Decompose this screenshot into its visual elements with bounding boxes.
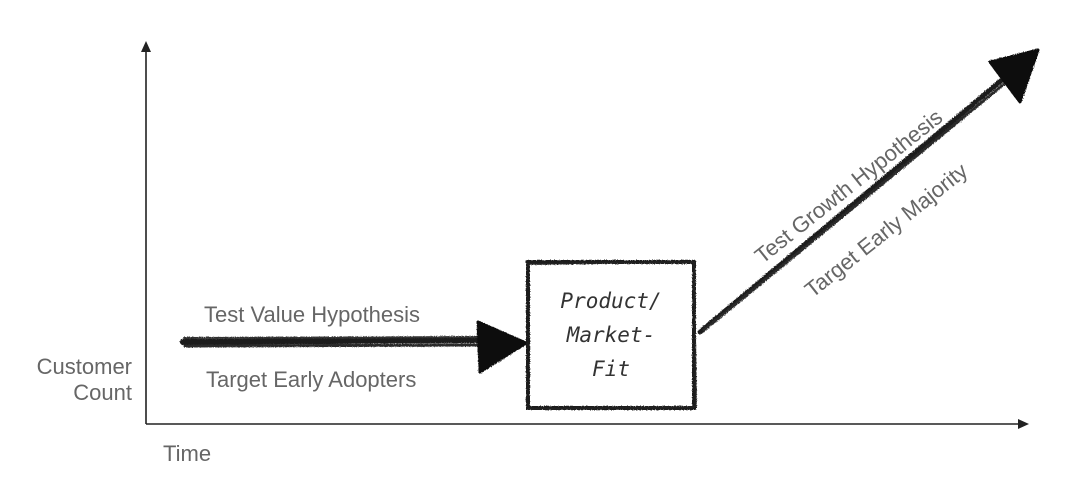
- y-axis-label-line1: Customer: [36, 354, 132, 379]
- phase2-arrow: [697, 48, 1040, 335]
- y-axis-label: Customer Count: [0, 354, 132, 406]
- phase1-label-top: Test Value Hypothesis: [204, 302, 421, 327]
- x-axis: [146, 419, 1029, 429]
- pmf-box-line1: Product/: [560, 289, 662, 313]
- pmf-box-line3: Fit: [592, 357, 630, 381]
- pmf-box-line2: Market-: [566, 323, 656, 347]
- y-axis: [141, 41, 151, 424]
- y-axis-label-line2: Count: [73, 380, 132, 405]
- x-axis-label: Time: [163, 441, 212, 466]
- phase1-label-bottom: Target Early Adopters: [206, 367, 417, 392]
- pmf-box-label: Product/ Market- Fit: [528, 284, 694, 386]
- pmf-box: [526, 260, 697, 410]
- phase1-arrow: [180, 320, 528, 374]
